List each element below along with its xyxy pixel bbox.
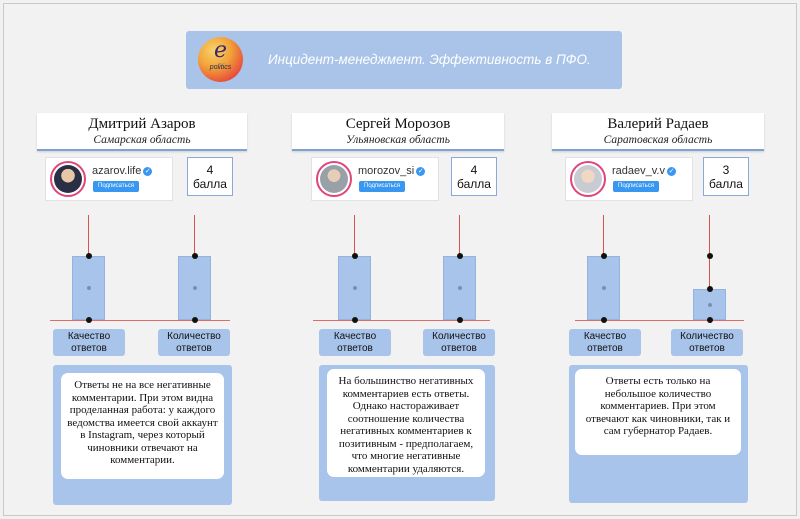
bar-base-dot xyxy=(351,317,358,323)
bar-top-dot xyxy=(600,253,607,259)
description-text: Ответы есть только на небольшое количест… xyxy=(575,369,741,455)
score-unit: балла xyxy=(709,177,743,191)
verified-icon: ✓ xyxy=(416,167,426,176)
bar-label-quality: Качество ответов xyxy=(569,329,641,356)
title-banner: e politics Инцидент-менеджмент. Эффектив… xyxy=(186,31,622,89)
instagram-profile[interactable]: azarov.life✓ Подписаться xyxy=(45,157,173,201)
description-panel: Ответы есть только на небольшое количест… xyxy=(569,365,748,503)
bar-mid-dot xyxy=(86,286,91,290)
bar-label-quantity: Количество ответов xyxy=(423,329,495,356)
bar-top-dot xyxy=(85,253,92,259)
bar-base-dot xyxy=(600,317,607,323)
avatar xyxy=(316,161,352,197)
name-card: Дмитрий Азаров Самарская область xyxy=(37,113,247,151)
description-panel: На большинство негативных комментариев е… xyxy=(319,365,495,501)
instagram-handle: azarov.life✓ xyxy=(92,165,153,177)
score-value: 4 xyxy=(470,163,478,177)
person-name: Валерий Радаев xyxy=(607,116,709,132)
avatar xyxy=(570,161,606,197)
verified-icon: ✓ xyxy=(667,167,676,176)
score-box: 4 балла xyxy=(187,157,233,196)
bar-top-dot xyxy=(706,286,713,293)
score-unit: балла xyxy=(457,177,491,191)
bar-label-quality: Качество ответов xyxy=(53,329,125,356)
person-name: Дмитрий Азаров xyxy=(88,116,196,132)
logo-word: politics xyxy=(209,64,232,71)
bar-mid-dot xyxy=(352,286,357,290)
score-box: 4 балла xyxy=(451,157,497,196)
logo-letter: e xyxy=(213,38,228,63)
bar-mid-dot xyxy=(457,286,462,290)
epolitics-logo: e politics xyxy=(198,37,243,82)
chart-baseline xyxy=(575,320,744,321)
bar-mid-dot xyxy=(601,286,606,290)
score-value: 3 xyxy=(722,163,730,177)
name-card: Сергей Морозов Ульяновская область xyxy=(292,113,504,151)
bar-label-quantity: Количество ответов xyxy=(158,329,230,356)
bar-label-quality: Качество ответов xyxy=(319,329,391,356)
marker-dot xyxy=(706,253,713,259)
person-name: Сергей Морозов xyxy=(345,116,451,132)
bar-top-dot xyxy=(351,253,358,259)
bar-mid-dot xyxy=(707,302,712,307)
name-card: Валерий Радаев Саратовская область xyxy=(552,113,764,151)
bar-mid-dot xyxy=(192,286,197,290)
instagram-profile[interactable]: morozov_si✓ Подписаться xyxy=(311,157,439,201)
instagram-profile[interactable]: radaev_v.v✓ Подписаться xyxy=(565,157,693,201)
chart-baseline xyxy=(313,320,490,321)
person-region: Ульяновская область xyxy=(346,134,450,146)
bar-base-dot xyxy=(456,317,463,323)
marker-line xyxy=(709,215,710,320)
bar-base-dot xyxy=(85,317,92,323)
chart-baseline xyxy=(50,320,230,321)
description-text: Ответы не на все негативные комментарии.… xyxy=(61,373,224,479)
avatar xyxy=(50,161,86,197)
person-region: Саратовская область xyxy=(603,134,713,146)
description-panel: Ответы не на все негативные комментарии.… xyxy=(53,365,232,505)
bar-label-quantity: Количество ответов xyxy=(671,329,743,356)
score-unit: балла xyxy=(193,177,227,191)
follow-button[interactable]: Подписаться xyxy=(613,181,659,192)
score-value: 4 xyxy=(206,163,214,177)
verified-icon: ✓ xyxy=(143,167,153,176)
bar-base-dot xyxy=(706,317,713,323)
instagram-handle: morozov_si✓ xyxy=(358,165,426,177)
bar-base-dot xyxy=(191,317,198,323)
follow-button[interactable]: Подписаться xyxy=(93,181,139,192)
person-region: Самарская область xyxy=(93,134,191,146)
bar-top-dot xyxy=(191,253,198,259)
follow-button[interactable]: Подписаться xyxy=(359,181,405,192)
score-box: 3 балла xyxy=(703,157,749,196)
page-title: Инцидент-менеджмент. Эффективность в ПФО… xyxy=(268,52,591,67)
instagram-handle: radaev_v.v✓ xyxy=(612,165,676,177)
description-text: На большинство негативных комментариев е… xyxy=(327,369,485,477)
bar-top-dot xyxy=(456,253,463,259)
